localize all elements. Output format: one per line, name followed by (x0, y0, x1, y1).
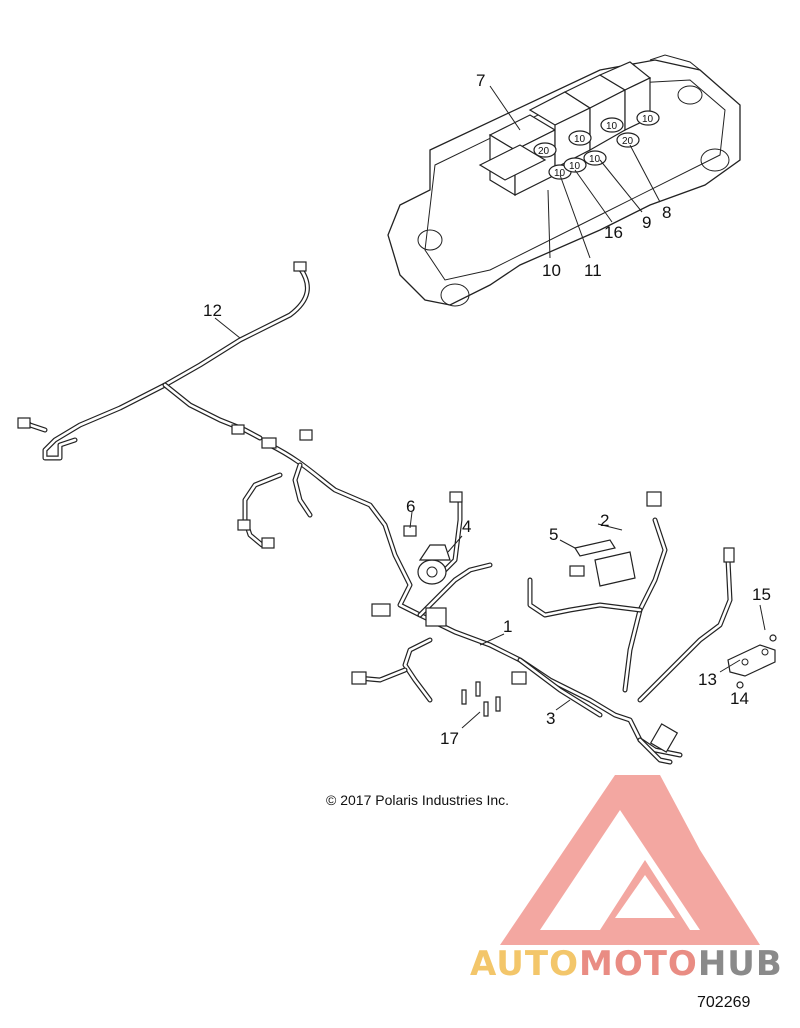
part-14-nut (736, 681, 744, 689)
callout-3: 3 (546, 709, 555, 728)
fuse-label: 10 (574, 134, 586, 145)
fuse-row (533, 110, 660, 180)
callout-10: 10 (542, 261, 561, 280)
callout-15: 15 (752, 585, 771, 604)
callout-14: 14 (730, 689, 749, 708)
part-5-module (569, 539, 636, 587)
callout-16: 16 (604, 223, 623, 242)
callout-5: 5 (549, 525, 558, 544)
part-13-bracket (727, 644, 776, 677)
part-17-bolts (461, 681, 501, 717)
callout-1: 1 (503, 617, 512, 636)
callout-12: 12 (203, 301, 222, 320)
part-4-bracket (417, 544, 451, 585)
copyright-text: © 2017 Polaris Industries Inc. (326, 792, 510, 808)
callout-11: 11 (584, 261, 602, 280)
main-harness (237, 429, 735, 765)
harness-12 (17, 261, 310, 461)
fuse-label: 10 (554, 168, 566, 179)
fuse-label: 10 (569, 161, 581, 172)
part-15-nut (769, 634, 777, 642)
callout-17: 17 (440, 729, 459, 748)
relay-block (478, 61, 652, 197)
callout-9: 9 (642, 213, 651, 232)
fuse-label: 20 (538, 146, 550, 157)
fuse-label: 20 (622, 136, 634, 147)
watermark-text: AUTOMOTOHUB (470, 944, 783, 984)
watermark-logo (500, 775, 760, 945)
callout-4: 4 (462, 517, 471, 536)
watermark-part-auto: AUTO (470, 944, 579, 984)
watermark-part-moto: MOTO (578, 944, 698, 984)
diagram-id: 702269 (697, 994, 751, 1011)
watermark-part-hub: HUB (697, 944, 783, 984)
callout-6: 6 (406, 497, 415, 516)
fuse-label: 10 (606, 121, 618, 132)
callout-13: 13 (698, 670, 717, 689)
callout-7: 7 (476, 71, 485, 90)
fuse-label: 10 (589, 154, 601, 165)
fuse-box: 20 10 10 10 10 20 10 10 (387, 54, 741, 307)
fuse-label: 10 (642, 114, 654, 125)
callout-2: 2 (600, 511, 609, 530)
leader-lines (214, 85, 766, 729)
callout-8: 8 (662, 203, 671, 222)
